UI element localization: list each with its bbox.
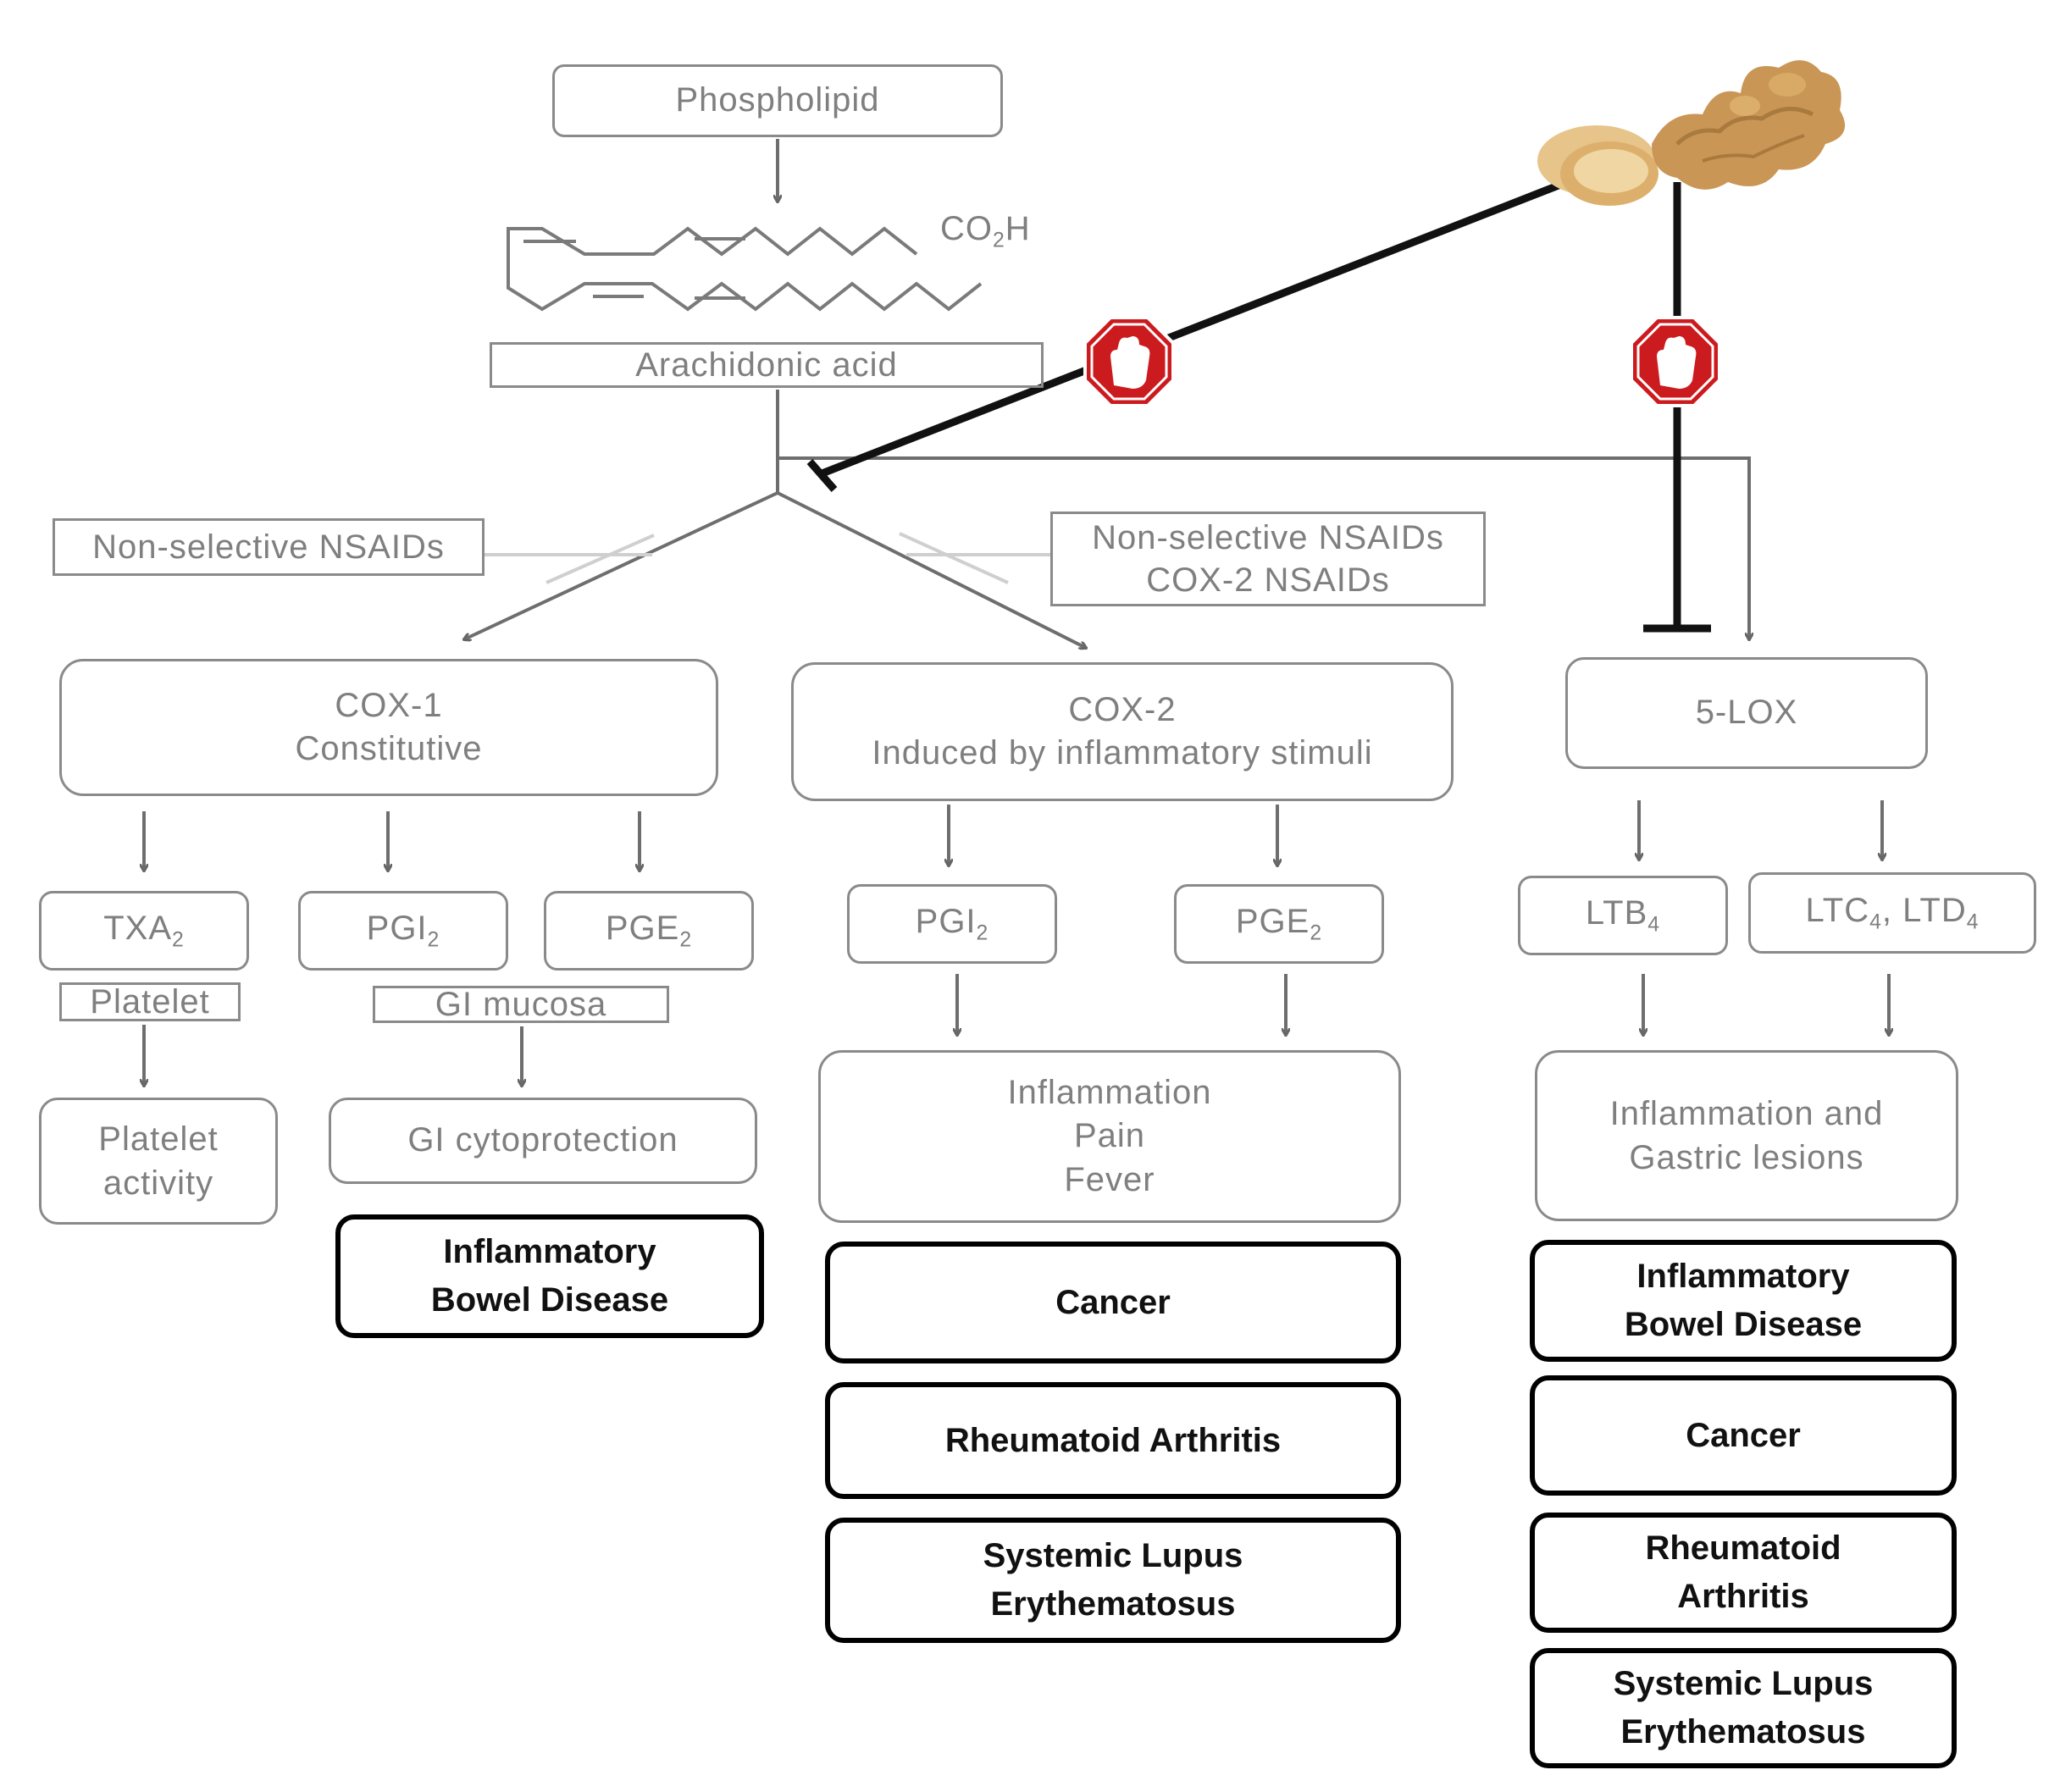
cox2-sle-line1: Systemic Lupus [983,1537,1243,1575]
lox-disease-ra: Rheumatoid Arthritis [1530,1513,1957,1633]
cox1-subtitle: Constitutive [295,730,483,767]
ltc4-ltd4-label: LTC4, LTD4 [1805,892,1980,934]
lox-effects-box: Inflammation and Gastric lesions [1535,1050,1958,1221]
lox-ibd-line1: Inflammatory [1636,1258,1850,1296]
nsaid-left-block [545,534,655,584]
cox2-effect-fever: Fever [1064,1160,1155,1198]
cox2-sle-line2: Erythematosus [990,1585,1236,1623]
platelet-activity-line1: Platelet [98,1120,219,1158]
lox-effect-line2: Gastric lesions [1629,1139,1864,1176]
cox1-pge2-box: PGE2 [544,891,754,971]
lox-ra-line1: Rheumatoid [1645,1529,1841,1568]
cox2-disease-sle: Systemic Lupus Erythematosus [825,1518,1401,1643]
lox-disease-ibd: Inflammatory Bowel Disease [1530,1240,1957,1362]
gi-cytoprotection-box: GI cytoprotection [329,1098,757,1184]
arachidonic-acid-label: Arachidonic acid [635,346,898,384]
cox1-pgi2-label: PGI2 [366,910,440,952]
platelet-label-box: Platelet [59,982,241,1021]
ltb4-label: LTB4 [1585,894,1661,937]
txa2-label: TXA2 [103,910,185,952]
cox2-effect-pain: Pain [1073,1117,1146,1155]
nsaid-left-box: Non-selective NSAIDs [53,518,485,576]
cox1-title: COX-1 [335,686,443,724]
lox-sle-line1: Systemic Lupus [1613,1665,1874,1703]
arrow-to-5lox [778,456,1749,639]
arachidonic-acid-box: Arachidonic acid [490,342,1044,388]
cox2-effect-inflammation: Inflammation [1007,1074,1212,1112]
gi-mucosa-box: GI mucosa [373,986,669,1023]
phospholipid-box: Phospholipid [552,64,1003,137]
cox2-cancer-label: Cancer [1055,1283,1171,1321]
platelet-activity-line2: activity [102,1164,214,1202]
txa2-box: TXA2 [39,891,249,971]
ginger-inhibit-cox-line [818,178,1569,478]
cox1-box: COX-1 Constitutive [59,659,718,796]
nsaid-left-label: Non-selective NSAIDs [92,528,445,566]
ginger-inhibit-cox-tbar [806,459,838,492]
cox2-subtitle: Induced by inflammatory stimuli [872,734,1373,772]
cox1-pgi2-box: PGI2 [298,891,508,971]
nsaid-right-block [899,532,1009,584]
lox-ibd-line2: Bowel Disease [1624,1306,1863,1343]
lox-disease-cancer: Cancer [1530,1375,1957,1496]
platelet-activity-box: Platelet activity [39,1098,278,1225]
arrow-to-cox1 [464,491,778,639]
platelet-label: Platelet [90,982,210,1020]
cox2-pgi2-box: PGI2 [847,884,1057,964]
cox2-disease-ra: Rheumatoid Arthritis [825,1382,1401,1499]
lox-effect-line1: Inflammation and [1609,1095,1884,1132]
nsaid-right-box: Non-selective NSAIDs COX-2 NSAIDs [1050,512,1486,606]
ltb4-box: LTB4 [1518,876,1728,955]
cox1-ibd-line1: Inflammatory [443,1233,656,1271]
cox2-effects-box: Inflammation Pain Fever [818,1050,1401,1223]
arachidonic-acid-structure [507,226,983,312]
5lox-title: 5-LOX [1695,694,1798,732]
nsaid-right-line2: COX-2 NSAIDs [1146,561,1390,599]
cox2-box: COX-2 Induced by inflammatory stimuli [791,662,1454,801]
cox1-pge2-label: PGE2 [605,910,693,952]
5lox-box: 5-LOX [1565,657,1928,769]
cox2-disease-cancer: Cancer [825,1242,1401,1363]
lox-cancer-label: Cancer [1686,1416,1801,1454]
ginger-root-image [1537,60,1846,206]
phospholipid-label: Phospholipid [675,81,880,119]
lox-sle-line2: Erythematosus [1620,1713,1866,1751]
co2h-label: CO2H [940,210,1031,252]
arrow-to-cox2 [777,491,1086,648]
cox2-pgi2-label: PGI2 [915,903,989,945]
ltc4-ltd4-box: LTC4, LTD4 [1748,872,2036,954]
cox2-pge2-box: PGE2 [1174,884,1384,964]
cox1-ibd-line2: Bowel Disease [430,1281,669,1319]
gi-cytoprotection-label: GI cytoprotection [407,1121,678,1159]
cox2-title: COX-2 [1068,690,1177,728]
stop-hand-icon [1630,316,1721,407]
nsaid-right-line1: Non-selective NSAIDs [1092,519,1444,556]
gi-mucosa-label: GI mucosa [435,985,607,1023]
cox2-pge2-label: PGE2 [1235,903,1323,945]
lox-disease-sle: Systemic Lupus Erythematosus [1530,1648,1957,1768]
stop-hand-icon [1083,316,1175,407]
cox2-ra-label: Rheumatoid Arthritis [944,1421,1282,1459]
cox1-disease-ibd: Inflammatory Bowel Disease [335,1214,764,1338]
lox-ra-line2: Arthritis [1677,1578,1809,1615]
